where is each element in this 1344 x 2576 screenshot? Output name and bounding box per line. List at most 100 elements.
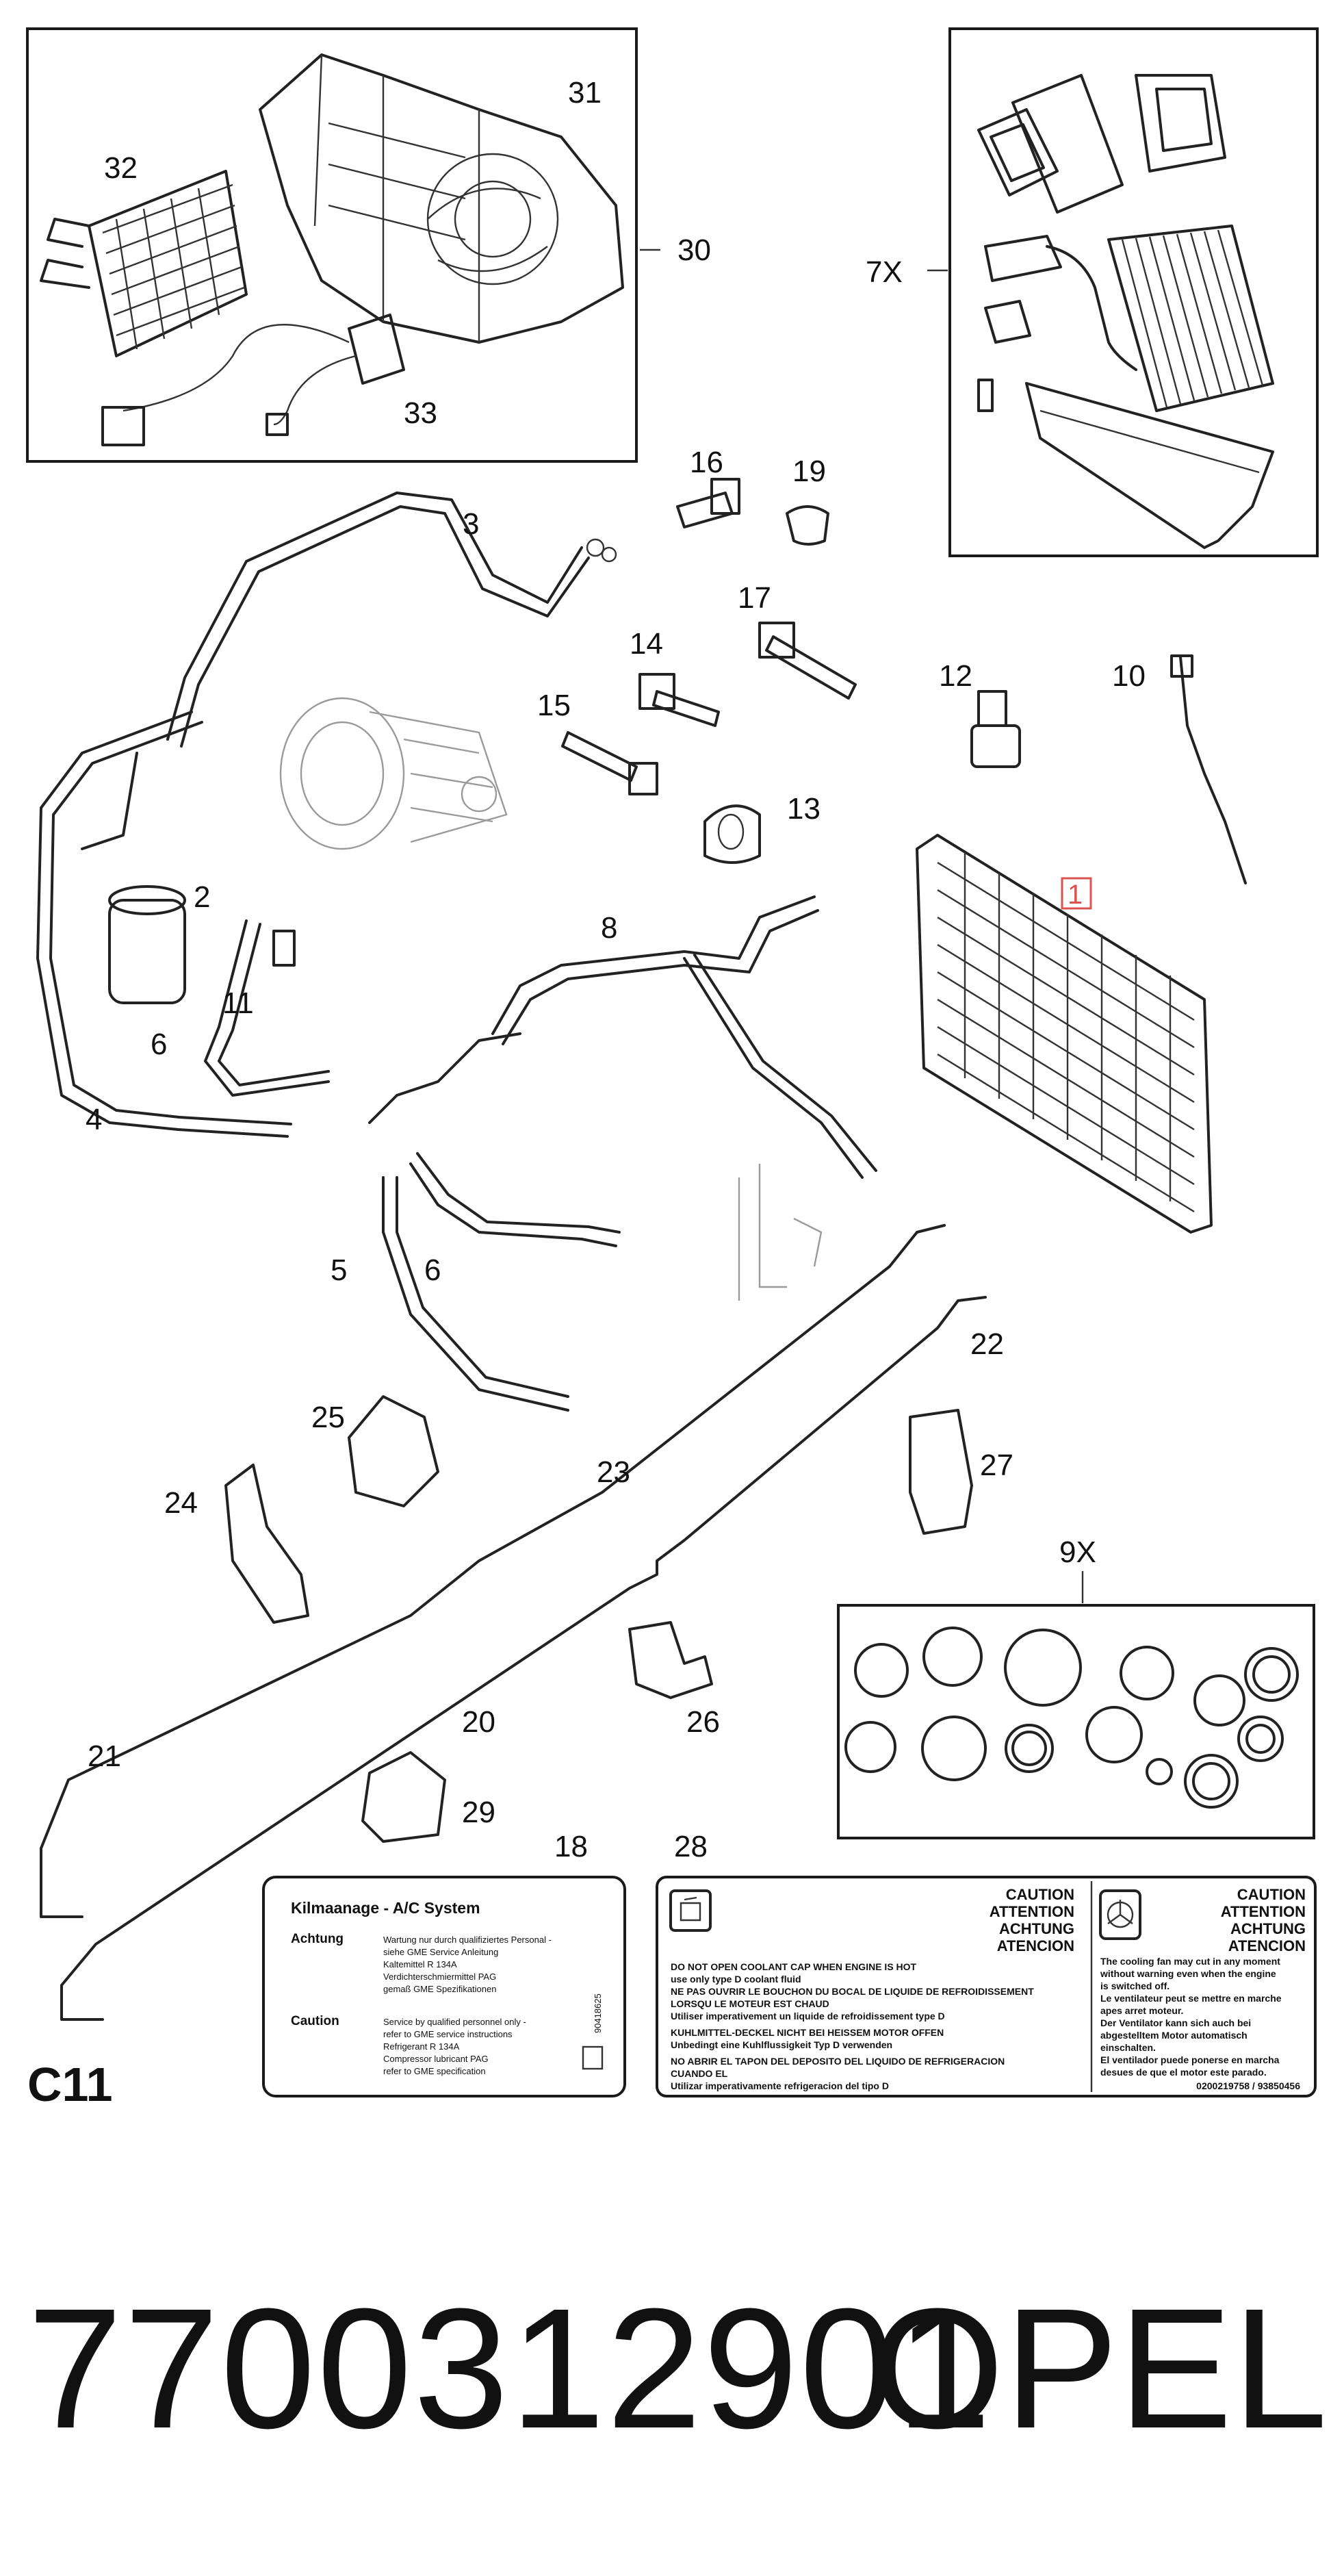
label18-caution-line: refer to GME service instructions [383, 2029, 513, 2039]
blower-housing-31 [259, 53, 624, 344]
callout-29: 29 [462, 1796, 495, 1829]
callout-15: 15 [537, 689, 571, 722]
callout-8: 8 [601, 911, 617, 945]
label28-left-line: use only type D coolant fluid [671, 1974, 801, 1985]
pipe-5-6 [368, 1032, 621, 1412]
bracket-26 [628, 1621, 713, 1699]
pipe-3 [166, 492, 617, 748]
callout-33: 33 [404, 396, 437, 430]
label28-right-heading: ATENCION [1228, 1937, 1306, 1954]
callout-23: 23 [597, 1455, 630, 1489]
label28-right-line: without warning even when the engine [1100, 1968, 1276, 1979]
label28-left-line: DO NOT OPEN COOLANT CAP WHEN ENGINE IS H… [671, 1961, 917, 1972]
callout-18: 18 [554, 1830, 588, 1863]
bracket-24 [224, 1464, 309, 1624]
evaporator-kit [977, 74, 1274, 549]
label28-left-line: NE PAS OUVRIR LE BOUCHON DU BOCAL DE LIQ… [671, 1986, 1034, 1997]
label28-right-line: is switched off. [1100, 1980, 1169, 1991]
callout-9x: 9X [1059, 1535, 1096, 1569]
pipe-4-hose [36, 711, 292, 1138]
brand-name: OPEL [871, 2273, 1328, 2464]
bolt-16 [676, 478, 740, 528]
label18-caution: Caution [291, 2014, 339, 2028]
label28-left-heading: ATTENTION [990, 1903, 1074, 1920]
label18-title: Kilmaanage - A/C System [291, 1899, 480, 1917]
bolt-15 [561, 731, 658, 795]
callout-31: 31 [568, 76, 602, 110]
label28-right-line: einschalten. [1100, 2042, 1156, 2053]
label18-achtung-line: siehe GME Service Anleitung [383, 1947, 498, 1957]
label28-left-line: Unbedingt eine Kuhlflussigkeit Typ D ver… [671, 2039, 892, 2050]
resistor-harness-33 [101, 314, 405, 446]
label28-right-line: desues de que el motor este parado. [1100, 2067, 1267, 2078]
label18-achtung-line: Wartung nur durch qualifiziertes Persona… [383, 1935, 552, 1945]
label28-right-line: El ventilador puede ponerse en marcha [1100, 2054, 1280, 2065]
bracket-27 [909, 1409, 973, 1535]
bracket-25 [348, 1395, 439, 1507]
bolt-17 [758, 622, 857, 700]
label28-right-line: The cooling fan may cut in any moment [1100, 1956, 1280, 1967]
callout-1: 1 [1068, 880, 1083, 910]
highlight-box-1 [1061, 877, 1092, 910]
heater-core-32 [40, 170, 248, 357]
label28-right-line: apes arret moteur. [1100, 2005, 1183, 2016]
callout-17: 17 [738, 581, 771, 615]
callout-27: 27 [980, 1449, 1013, 1482]
coolant-fan-warning-label-28: CAUTION ATTENTION ACHTUNG ATENCION DO NO… [656, 1876, 1317, 2097]
pipe-11 [204, 919, 330, 1097]
callout-22: 22 [970, 1327, 1004, 1361]
label28-right-line: Le ventilateur peut se mettre en marche [1100, 1993, 1282, 2004]
label28-left-heading: ATENCION [997, 1937, 1074, 1954]
callout-30: 30 [677, 233, 711, 267]
label18-caution-line: refer to GME specification [383, 2066, 486, 2076]
callout-7x: 7X [866, 255, 903, 289]
bolt-14 [638, 673, 720, 727]
callout-5: 5 [331, 1253, 347, 1287]
callout-4: 4 [86, 1103, 102, 1136]
grommet-13 [703, 804, 761, 864]
callout-28: 28 [674, 1830, 708, 1863]
diagram-code: C11 [27, 2058, 113, 2111]
label18-caution-line: Refrigerant R 134A [383, 2041, 460, 2052]
callout-3: 3 [463, 507, 479, 541]
pipe-10 [1170, 654, 1247, 884]
label18-achtung-line: Verdichterschmiermittel PAG [383, 1972, 496, 1982]
label28-left-heading: ACHTUNG [999, 1920, 1074, 1937]
label18-achtung-line: gemaß GME Spezifikationen [383, 1984, 496, 1994]
callout-11: 11 [222, 986, 254, 1020]
hvac-module-box [26, 27, 638, 463]
bracket-ghost [738, 1164, 823, 1301]
label18-caution-line: Compressor lubricant PAG [383, 2054, 489, 2064]
label28-left-line: KUHLMITTEL-DECKEL NICHT BEI HEISSEM MOTO… [671, 2027, 944, 2038]
compressor-ghost [279, 697, 508, 850]
callout-32: 32 [104, 151, 138, 185]
label28-left-line: Utiliser imperativement un liquide de re… [671, 2011, 945, 2022]
label28-right-line: Der Ventilator kann sich auch bei [1100, 2017, 1251, 2028]
oring-set [844, 1627, 1299, 1809]
callout-21: 21 [88, 1739, 121, 1773]
pipe-23 [40, 1224, 946, 1918]
callout-25: 25 [311, 1401, 345, 1434]
callout-26: 26 [686, 1705, 720, 1739]
label28-left-line: Utilizar imperativamente refrigeracion d… [671, 2080, 889, 2091]
label28-right-heading: ATTENTION [1221, 1903, 1306, 1920]
label28-left-line: NO ABRIR EL TAPON DEL DEPOSITO DEL LIQUI… [671, 2056, 1005, 2067]
oring-kit-box [837, 1604, 1315, 1839]
label18-achtung: Achtung [291, 1932, 344, 1946]
pipe-8 [491, 895, 877, 1179]
callout-24: 24 [164, 1486, 198, 1520]
callout-16: 16 [690, 446, 723, 479]
bracket-29 [361, 1751, 446, 1843]
label28-right-heading: ACHTUNG [1230, 1920, 1306, 1937]
callout-13: 13 [787, 792, 820, 826]
label28-left-heading: CAUTION [1006, 1886, 1074, 1903]
footer: 7700312901 OPEL [27, 2280, 1328, 2458]
label28-left-line: LORSQU LE MOTEUR EST CHAUD [671, 1998, 829, 2009]
callout-6a: 6 [151, 1028, 167, 1061]
receiver-drier-2 [108, 885, 186, 1004]
callout-20: 20 [462, 1705, 495, 1739]
callout-10: 10 [1112, 659, 1146, 693]
label28-right-heading: CAUTION [1237, 1886, 1306, 1903]
pipe-22 [60, 1296, 987, 2021]
